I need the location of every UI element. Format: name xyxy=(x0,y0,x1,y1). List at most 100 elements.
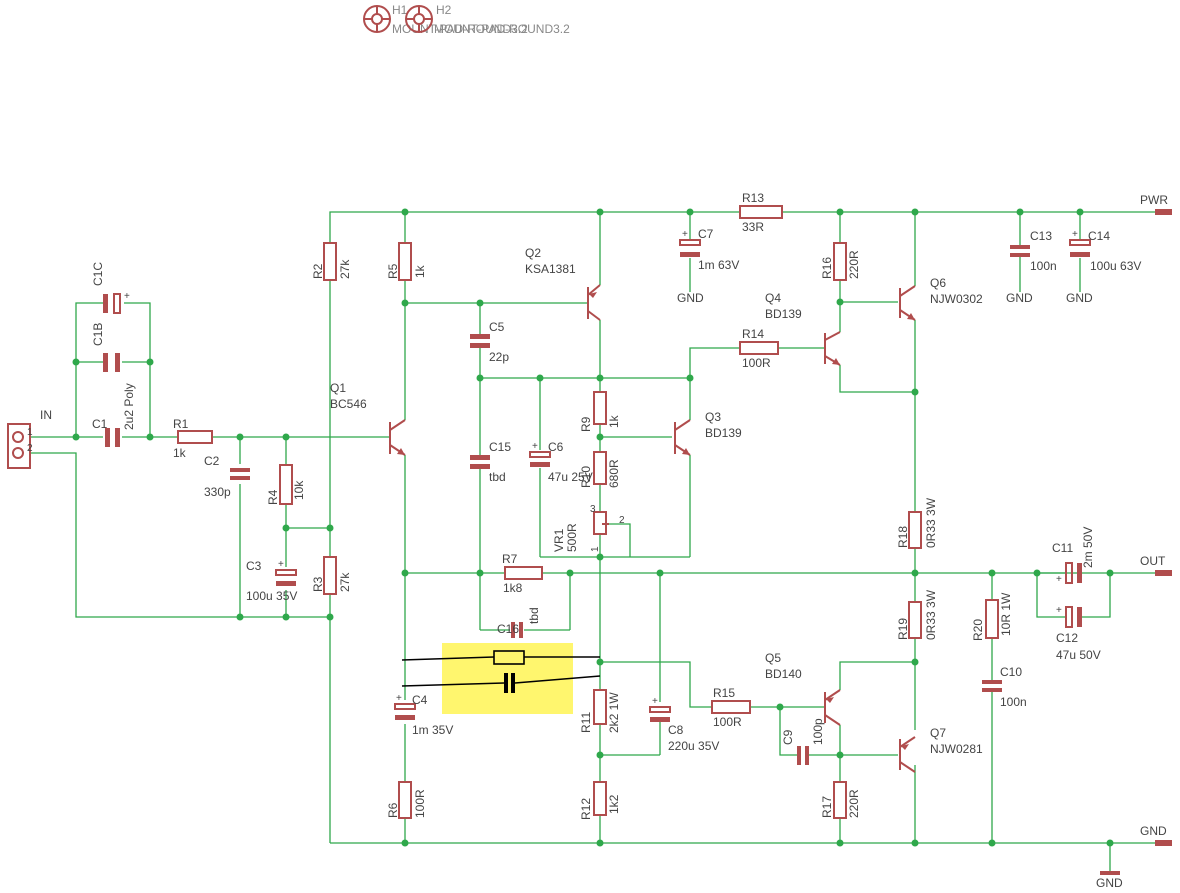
svg-text:C8: C8 xyxy=(668,723,684,737)
r9-resistor: R9 1k xyxy=(579,391,621,432)
q3-transistor: Q3 BD139 xyxy=(674,410,742,456)
svg-text:1k2: 1k2 xyxy=(607,794,621,814)
svg-text:R19: R19 xyxy=(896,618,910,640)
svg-text:C6: C6 xyxy=(548,440,564,454)
svg-text:tbd: tbd xyxy=(527,607,541,624)
svg-text:330p: 330p xyxy=(204,485,231,499)
svg-text:R9: R9 xyxy=(579,416,593,432)
svg-text:100u 35V: 100u 35V xyxy=(246,589,297,603)
svg-text:R3: R3 xyxy=(311,576,325,592)
c15-capacitor: C15 tbd xyxy=(470,440,511,484)
svg-text:+: + xyxy=(1056,574,1062,585)
svg-text:47u 25V: 47u 25V xyxy=(548,470,593,484)
svg-text:220R: 220R xyxy=(847,789,861,818)
svg-text:2m 50V: 2m 50V xyxy=(1081,527,1095,568)
svg-text:100R: 100R xyxy=(742,356,771,370)
input-connector: IN 1 2 xyxy=(7,408,52,469)
svg-text:H2: H2 xyxy=(436,3,452,17)
svg-text:2: 2 xyxy=(619,515,625,526)
svg-text:Q2: Q2 xyxy=(525,246,541,260)
svg-text:+: + xyxy=(532,441,538,452)
svg-text:C7: C7 xyxy=(698,227,714,241)
q4-transistor: Q4 BD139 xyxy=(765,291,841,366)
svg-text:KSA1381: KSA1381 xyxy=(525,262,576,276)
svg-text:R13: R13 xyxy=(742,191,764,205)
svg-text:C16: C16 xyxy=(497,622,519,636)
r14-resistor: R14 100R xyxy=(739,327,779,370)
svg-text:1k: 1k xyxy=(413,264,427,278)
r1-resistor: R1 1k xyxy=(173,417,213,460)
svg-text:Q7: Q7 xyxy=(930,726,946,740)
svg-text:C5: C5 xyxy=(489,320,505,334)
svg-text:27k: 27k xyxy=(338,259,352,279)
svg-text:1k: 1k xyxy=(173,446,187,460)
svg-text:+: + xyxy=(682,229,688,240)
svg-text:1: 1 xyxy=(27,427,33,438)
svg-text:+: + xyxy=(1072,229,1078,240)
svg-text:C15: C15 xyxy=(489,440,511,454)
c10-capacitor: C10 100n xyxy=(982,665,1027,709)
svg-text:GND: GND xyxy=(1140,824,1167,838)
q7-transistor: Q7 NJW0281 xyxy=(899,726,983,773)
svg-text:100n: 100n xyxy=(1000,695,1027,709)
svg-text:1m 63V: 1m 63V xyxy=(698,258,739,272)
svg-text:GND: GND xyxy=(1096,876,1123,890)
gnd-port: GND xyxy=(1140,824,1172,846)
svg-text:+: + xyxy=(278,559,284,570)
svg-text:100p: 100p xyxy=(811,718,825,745)
q5-transistor: Q5 BD140 xyxy=(765,651,841,726)
svg-text:BD139: BD139 xyxy=(705,426,742,440)
r11-resistor: R11 2k2 1W xyxy=(579,689,621,733)
svg-text:R14: R14 xyxy=(742,327,764,341)
c1b-capacitor: C1B 2u2 Poly xyxy=(91,323,136,430)
q6-transistor: Q6 NJW0302 xyxy=(899,276,983,321)
highlight-added-parts xyxy=(401,650,601,693)
svg-text:BD140: BD140 xyxy=(765,667,802,681)
svg-text:100n: 100n xyxy=(1030,259,1057,273)
svg-text:PWR: PWR xyxy=(1140,193,1168,207)
c12-capacitor: + C12 47u 50V xyxy=(1056,605,1101,662)
r6-resistor: R6 100R xyxy=(386,781,427,819)
svg-text:R5: R5 xyxy=(386,263,400,279)
svg-text:GND: GND xyxy=(1066,291,1093,305)
svg-text:3: 3 xyxy=(590,504,596,515)
c6-capacitor: + C6 47u 25V xyxy=(529,440,593,484)
gnd-symbol: GND xyxy=(1096,871,1123,890)
pwr-port: PWR xyxy=(1140,193,1172,215)
svg-text:R16: R16 xyxy=(820,257,834,279)
svg-text:Q5: Q5 xyxy=(765,651,781,665)
svg-text:GND: GND xyxy=(677,291,704,305)
svg-text:2u2 Poly: 2u2 Poly xyxy=(122,383,136,430)
r3-resistor: R3 27k xyxy=(311,556,352,595)
svg-text:Q1: Q1 xyxy=(330,381,346,395)
q1-transistor: Q1 BC546 xyxy=(330,381,406,456)
svg-text:10R 1W: 10R 1W xyxy=(999,592,1013,636)
svg-text:R1: R1 xyxy=(173,417,189,431)
svg-text:Q4: Q4 xyxy=(765,291,781,305)
svg-text:500R: 500R xyxy=(565,523,579,552)
svg-text:C3: C3 xyxy=(246,559,262,573)
r18-resistor: R18 0R33 3W xyxy=(896,497,938,549)
c13-capacitor: C13 100n GND xyxy=(1006,229,1057,305)
svg-text:MOUNT-PAD-ROUND3.2: MOUNT-PAD-ROUND3.2 xyxy=(392,22,528,36)
svg-text:1m 35V: 1m 35V xyxy=(412,723,453,737)
q2-transistor: Q2 KSA1381 xyxy=(525,246,601,321)
mount-hole-h1: H1 MOUNT-PAD-ROUND3.2 xyxy=(363,3,528,36)
wires xyxy=(30,211,1155,872)
svg-text:R11: R11 xyxy=(579,712,593,733)
svg-text:22p: 22p xyxy=(489,350,509,364)
svg-text:R7: R7 xyxy=(502,552,518,566)
c5-capacitor: C5 22p xyxy=(470,320,509,364)
c1c-capacitor: + C1C xyxy=(91,262,130,314)
svg-text:100R: 100R xyxy=(713,715,742,729)
svg-text:C1: C1 xyxy=(92,417,108,431)
r20-resistor: R20 10R 1W xyxy=(971,592,1013,641)
svg-text:MOUNT-PAD-ROUND3.2: MOUNT-PAD-ROUND3.2 xyxy=(434,22,570,36)
svg-text:R4: R4 xyxy=(266,489,280,505)
svg-text:100u 63V: 100u 63V xyxy=(1090,259,1141,273)
svg-text:H1: H1 xyxy=(392,3,408,17)
svg-text:NJW0302: NJW0302 xyxy=(930,292,983,306)
r7-resistor: R7 1k8 xyxy=(502,552,543,595)
svg-text:220R: 220R xyxy=(847,250,861,279)
